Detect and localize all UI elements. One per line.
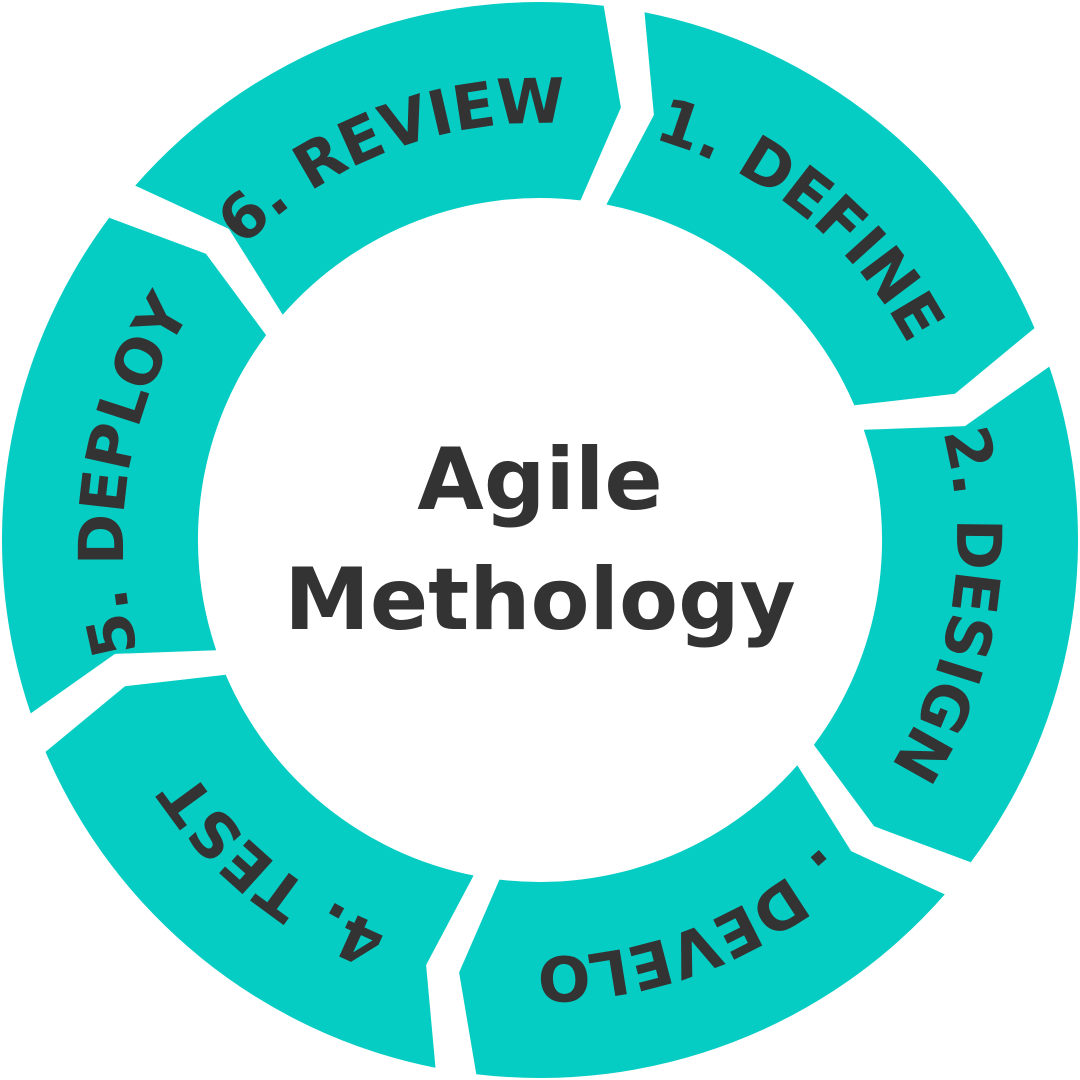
step-define-segment xyxy=(606,12,1035,406)
diagram-title: Agile Methology xyxy=(240,420,840,660)
step-deploy-segment xyxy=(1,217,267,714)
step-design: 2. DESIGN xyxy=(813,366,1079,863)
step-review-segment xyxy=(135,2,621,315)
diagram-title-line-2: Methology xyxy=(284,550,796,650)
step-test-segment xyxy=(45,674,474,1068)
step-define: 1. DEFINE xyxy=(606,12,1035,406)
diagram-title-line-1: Agile xyxy=(417,430,663,530)
step-develop-segment xyxy=(459,765,945,1078)
step-test: 4. TEST xyxy=(45,674,474,1068)
step-design-segment xyxy=(813,366,1079,863)
step-deploy: 5. DEPLOY xyxy=(1,217,267,714)
